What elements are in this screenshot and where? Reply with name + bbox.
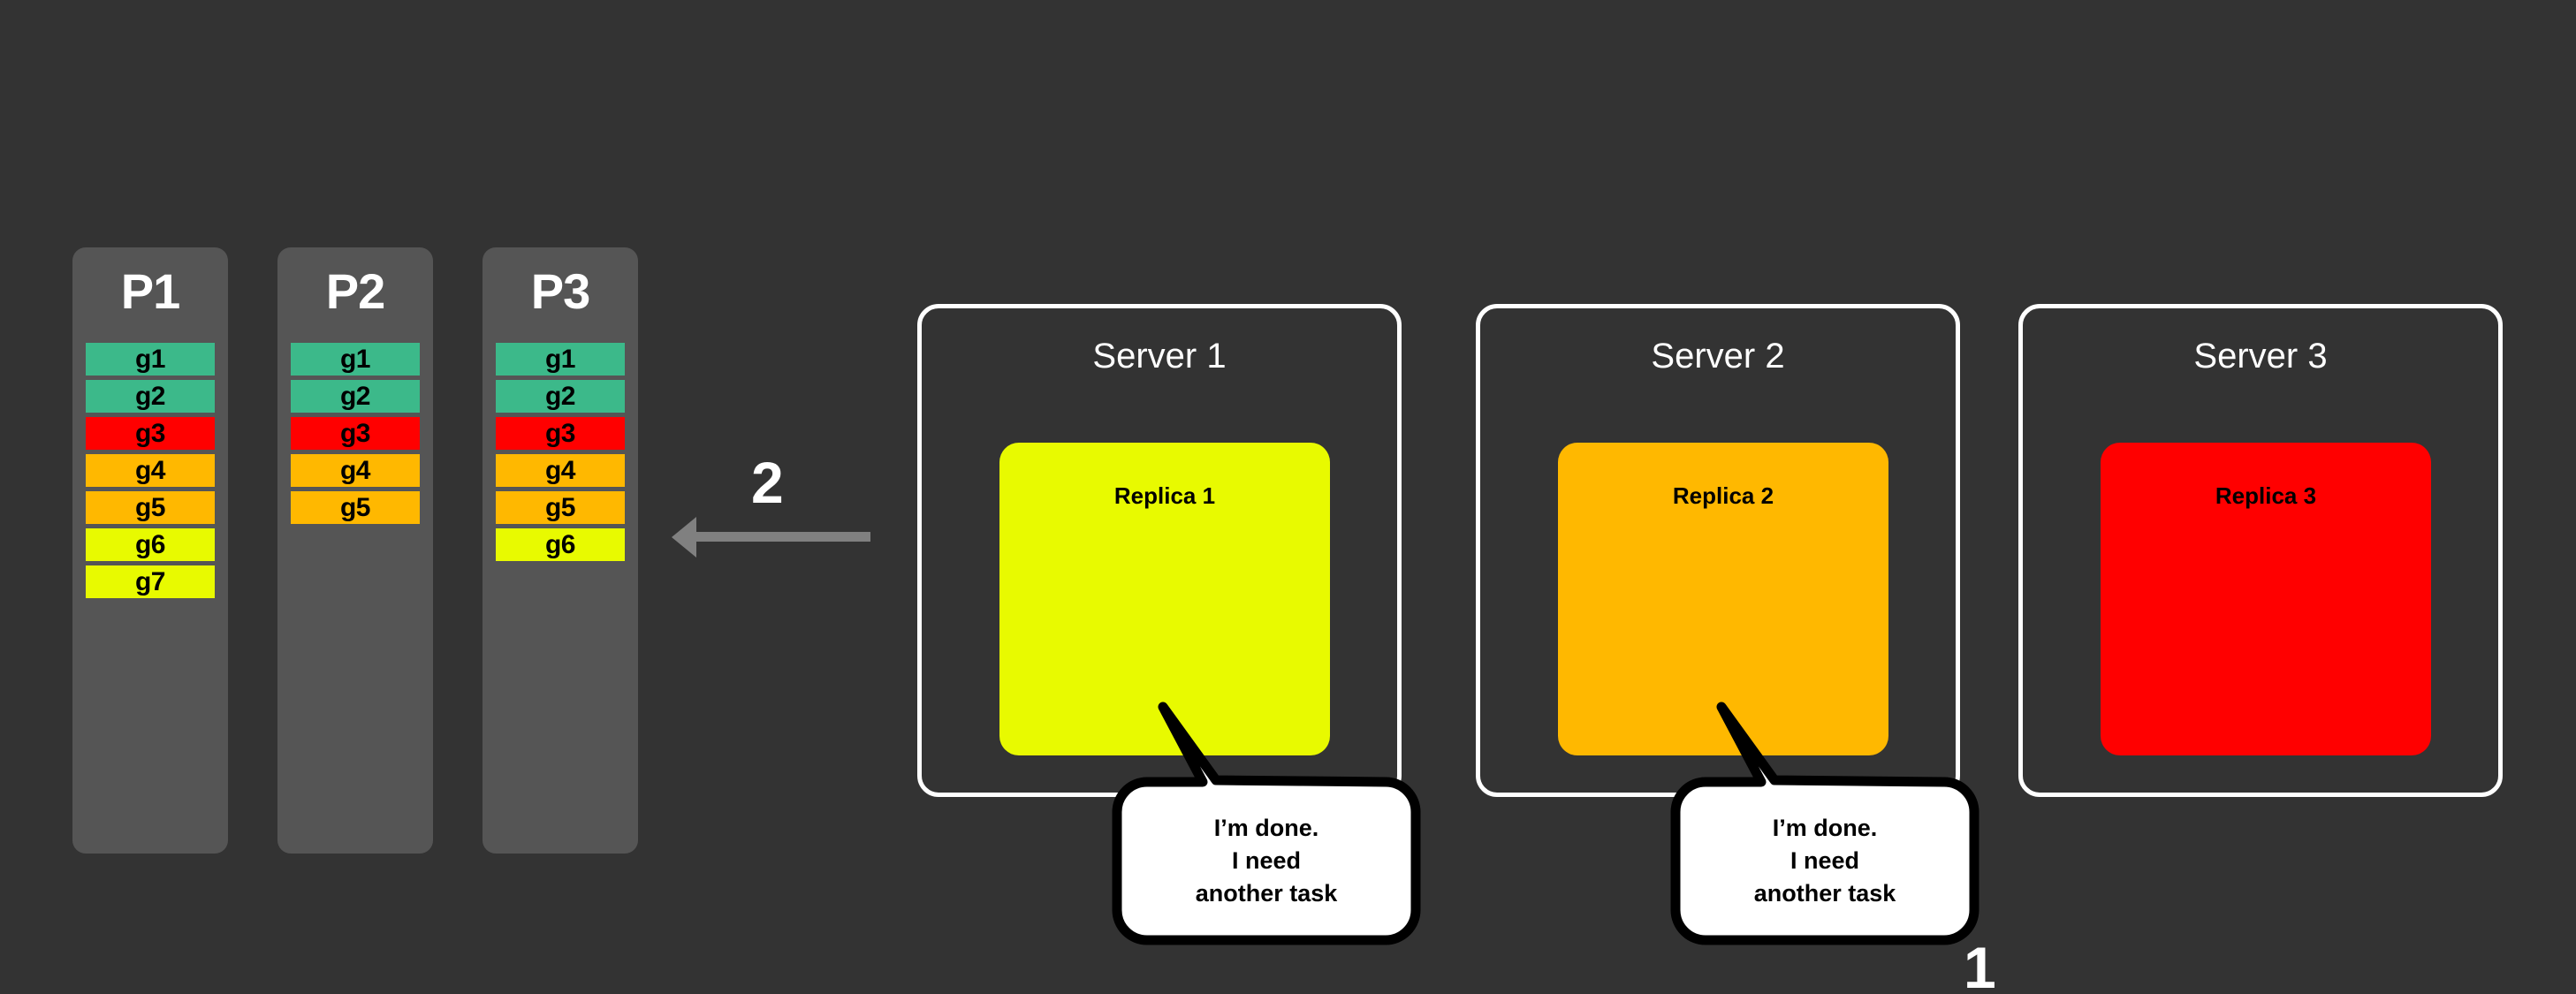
speech-bubble-line-1: I’m done. [1213, 815, 1319, 841]
server-title-2: Server 2 [1651, 337, 1785, 376]
task-block-label: g3 [134, 418, 166, 448]
task-block[interactable]: g3 [496, 417, 625, 450]
task-block-label: g6 [544, 529, 576, 559]
task-block-label: g3 [544, 418, 576, 448]
task-block-label: g4 [339, 455, 371, 485]
speech-bubble-shape-1 [1112, 702, 1421, 945]
partition-title-p2: P2 [325, 263, 386, 319]
task-block-label: g3 [339, 418, 371, 448]
task-block[interactable]: g6 [86, 528, 215, 561]
task-block-label: g5 [339, 492, 371, 522]
task-block[interactable]: g4 [496, 454, 625, 487]
task-block-label: g6 [134, 529, 166, 559]
task-block[interactable]: g1 [496, 343, 625, 376]
task-block-label: g5 [134, 492, 166, 522]
steal-task-arrow [672, 517, 870, 558]
task-block-label: g1 [339, 344, 371, 374]
task-block-label: g2 [544, 381, 576, 411]
partition-blocks-p2: g1 g2 g3 g4 g5 [291, 343, 420, 528]
replica-label-1: Replica 1 [1113, 482, 1216, 509]
speech-bubble-text-2: I’m done. I need another task [1670, 812, 1979, 910]
task-block[interactable]: g2 [496, 380, 625, 413]
partition-title-p3: P3 [530, 263, 591, 319]
replica-label-2: Replica 2 [1672, 482, 1774, 509]
task-block[interactable]: g6 [496, 528, 625, 561]
task-block[interactable]: g5 [86, 491, 215, 524]
task-block-label: g4 [544, 455, 576, 485]
speech-bubble-text-1: I’m done. I need another task [1112, 812, 1421, 910]
partition-column-p2[interactable]: P2 g1 g2 g3 g4 g5 [277, 247, 433, 854]
server-box-1[interactable]: Server 1 Replica 1 [917, 304, 1402, 797]
step-number-2: 2 [751, 450, 784, 515]
step-number-1: 1 [1964, 935, 1996, 994]
task-block[interactable]: g4 [86, 454, 215, 487]
speech-bubble-server-1: I’m done. I need another task [1112, 702, 1421, 945]
server-title-3: Server 3 [2193, 337, 2328, 376]
task-block-label: g7 [134, 566, 166, 596]
arrow-head-left [672, 517, 696, 558]
arrow-shaft [695, 532, 870, 542]
task-block[interactable]: g2 [291, 380, 420, 413]
partition-blocks-p1: g1 g2 g3 g4 g5 g6 g7 [86, 343, 215, 603]
speech-bubble-shape-2 [1670, 702, 1979, 945]
replica-box-3[interactable]: Replica 3 [2101, 443, 2431, 755]
task-block[interactable]: g5 [496, 491, 625, 524]
speech-bubble-line-1: I’m done. [1772, 815, 1878, 841]
task-block-label: g4 [134, 455, 166, 485]
task-block[interactable]: g1 [291, 343, 420, 376]
replica-label-3: Replica 3 [2215, 482, 2317, 509]
server-title-1: Server 1 [1092, 337, 1227, 376]
partition-blocks-p3: g1 g2 g3 g4 g5 g6 [496, 343, 625, 565]
task-block-label: g2 [134, 381, 166, 411]
task-block[interactable]: g1 [86, 343, 215, 376]
speech-bubble-line-3: another task [1753, 879, 1896, 907]
task-block[interactable]: g2 [86, 380, 215, 413]
speech-bubble-line-2: I need [1231, 846, 1302, 874]
partition-column-p1[interactable]: P1 g1 g2 g3 g4 g5 g6 g7 [72, 247, 228, 854]
server-box-2[interactable]: Server 2 Replica 2 [1476, 304, 1960, 797]
task-block[interactable]: g5 [291, 491, 420, 524]
server-box-3[interactable]: Server 3 Replica 3 [2018, 304, 2503, 797]
task-block[interactable]: g7 [86, 565, 215, 598]
task-block-label: g2 [339, 381, 371, 411]
task-block-label: g1 [134, 344, 166, 374]
task-block-label: g5 [544, 492, 576, 522]
task-block[interactable]: g4 [291, 454, 420, 487]
speech-bubble-line-2: I need [1790, 846, 1860, 874]
partition-column-p3[interactable]: P3 g1 g2 g3 g4 g5 g6 [483, 247, 638, 854]
task-block[interactable]: g3 [291, 417, 420, 450]
speech-bubble-line-3: another task [1195, 879, 1338, 907]
task-block[interactable]: g3 [86, 417, 215, 450]
task-block-label: g1 [544, 344, 576, 374]
speech-bubble-server-2: I’m done. I need another task [1670, 702, 1979, 945]
partition-title-p1: P1 [120, 263, 181, 319]
